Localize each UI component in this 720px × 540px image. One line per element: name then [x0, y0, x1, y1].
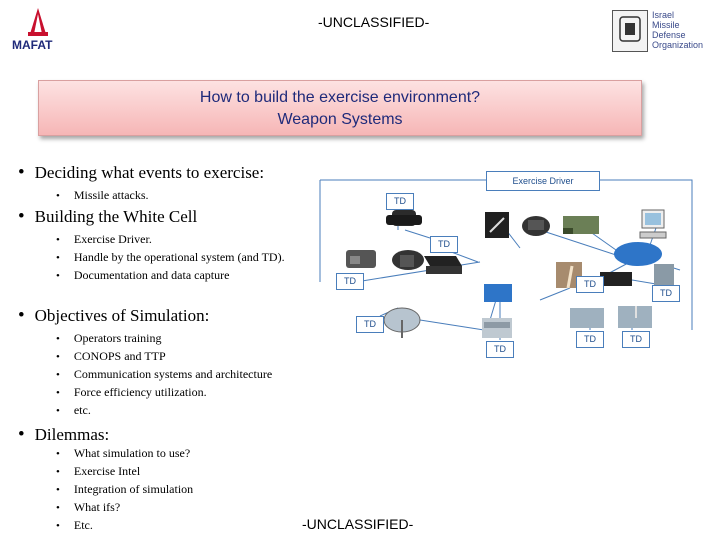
list-item: Exercise Intel — [73, 464, 141, 478]
section-heading: Deciding what events to exercise: — [34, 163, 265, 182]
td-box: TD — [576, 331, 604, 348]
imdo-logo-text: Israel Missile Defense Organization — [652, 10, 704, 50]
mafat-logo-text: MAFAT — [12, 38, 53, 52]
list-item: What simulation to use? — [73, 446, 191, 460]
classification-bottom: -UNCLASSIFIED- — [302, 516, 414, 532]
list-item: Etc. — [73, 518, 93, 532]
list-item: CONOPS and TTP — [73, 349, 166, 363]
td-box: TD — [430, 236, 458, 253]
td-box: TD — [386, 193, 414, 210]
section-events: •Deciding what events to exercise: •Miss… — [18, 162, 265, 202]
section-heading: Building the White Cell — [34, 207, 198, 226]
classification-top: -UNCLASSIFIED- — [318, 14, 430, 30]
list-item: Communication systems and architecture — [73, 367, 273, 381]
imdo-emblem — [612, 10, 648, 52]
list-item: Operators training — [73, 331, 162, 345]
list-item: Force efficiency utilization. — [73, 385, 207, 399]
section-dilemmas: •Dilemmas: •What simulation to use? •Exe… — [18, 424, 194, 532]
title-line1: How to build the exercise environment? — [199, 89, 481, 106]
section-objectives: •Objectives of Simulation: •Operators tr… — [18, 305, 273, 417]
list-item: Documentation and data capture — [73, 268, 230, 282]
section-white-cell: •Building the White Cell •Exercise Drive… — [18, 206, 285, 282]
list-item: Missile attacks. — [73, 188, 149, 202]
list-item: etc. — [73, 403, 91, 417]
list-item: Integration of simulation — [73, 482, 194, 496]
list-item: What ifs? — [73, 500, 121, 514]
list-item: Exercise Driver. — [73, 232, 152, 246]
title-line2: Weapon Systems — [277, 111, 403, 128]
mafat-logo: MAFAT — [8, 6, 68, 52]
td-box: TD — [622, 331, 650, 348]
td-box: TD — [652, 285, 680, 302]
slide-title: How to build the exercise environment? W… — [38, 80, 642, 136]
list-item: Handle by the operational system (and TD… — [73, 250, 285, 264]
section-heading: Objectives of Simulation: — [34, 306, 210, 325]
imdo-logo: Israel Missile Defense Organization — [612, 10, 712, 52]
section-heading: Dilemmas: — [34, 425, 110, 444]
td-box: TD — [336, 273, 364, 290]
exercise-driver-box: Exercise Driver — [486, 171, 600, 191]
td-box: TD — [356, 316, 384, 333]
td-box: TD — [486, 341, 514, 358]
td-box: TD — [576, 276, 604, 293]
